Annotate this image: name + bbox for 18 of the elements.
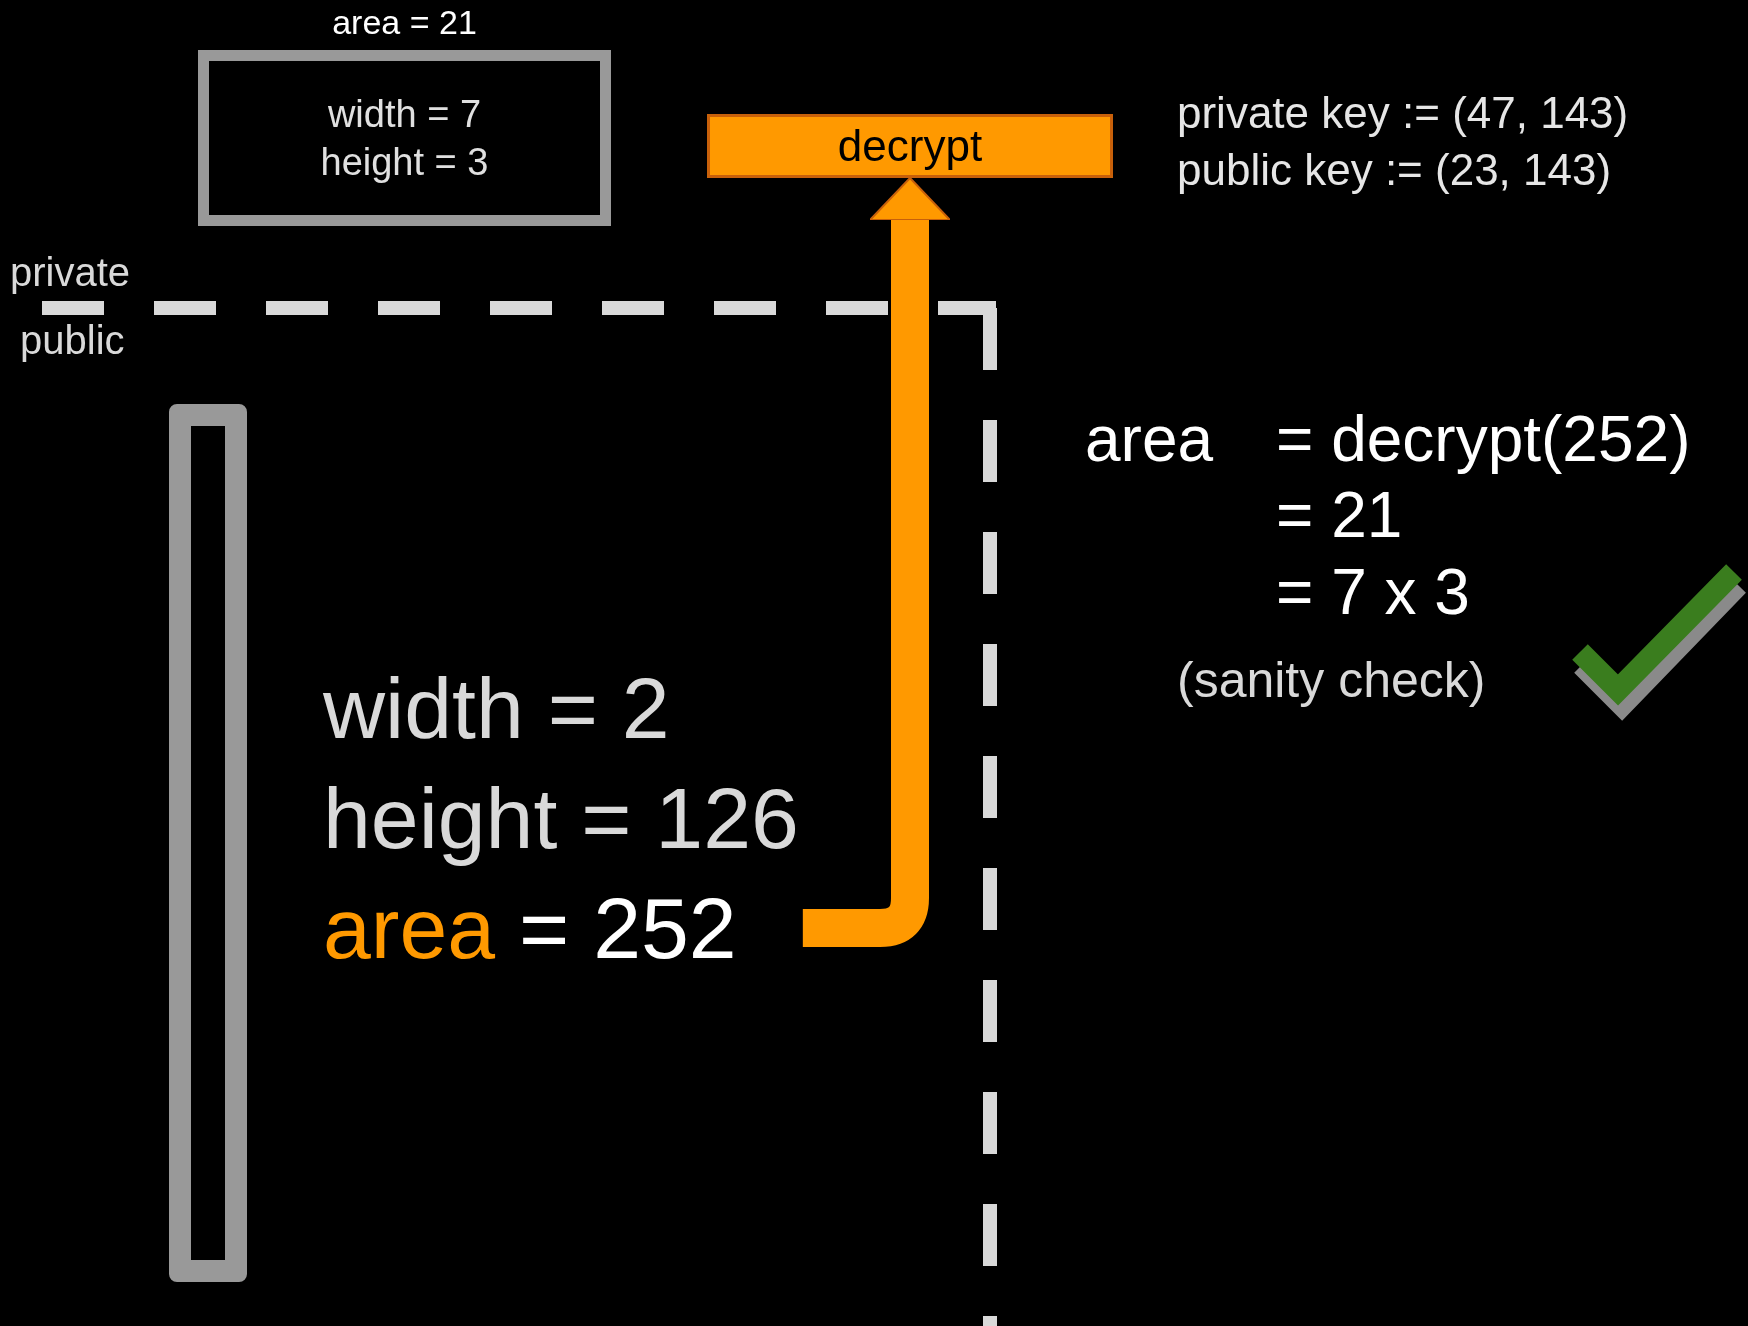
label-text: = decrypt(252)	[1276, 403, 1691, 477]
box-text: height = 3	[320, 140, 489, 185]
label-text: private key := (47, 143)	[1177, 88, 1629, 139]
label-text: private	[10, 249, 131, 295]
box-text: width = 7	[327, 92, 482, 137]
label-text: public key := (23, 143)	[1177, 145, 1612, 196]
label-text: public	[20, 317, 125, 363]
box-heading: area = 21	[332, 2, 477, 43]
process-box	[707, 114, 1113, 178]
formula-text: width = 2	[323, 659, 671, 758]
label-text: area	[1085, 403, 1214, 477]
label-text: = 7 x 3	[1276, 556, 1470, 630]
label-text: (sanity check)	[1177, 652, 1486, 710]
empty-box	[169, 404, 247, 1282]
formula-text: area = 252	[323, 879, 738, 978]
formula-text: height = 126	[323, 769, 799, 868]
label-text: = 21	[1276, 479, 1403, 553]
box-text: decrypt	[837, 121, 983, 171]
